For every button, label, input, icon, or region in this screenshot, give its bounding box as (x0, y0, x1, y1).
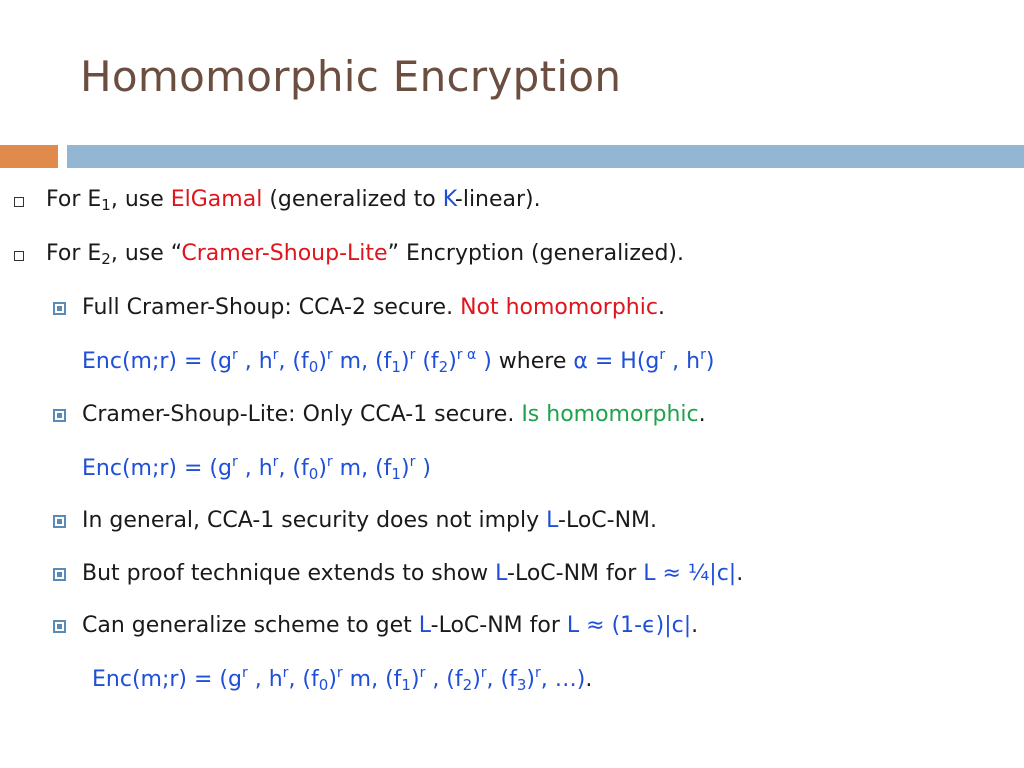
hollow-square-bullet-icon (14, 197, 24, 207)
formula-generalized-scheme: Enc(m;r) = (gr , hr, (f0)r m, (f1)r , (f… (92, 665, 593, 694)
slide-title: Homomorphic Encryption (80, 52, 622, 101)
hollow-square-bullet-icon (14, 251, 24, 261)
filled-square-bullet-icon (53, 620, 66, 633)
sub-bullet-cca1-loc-nm: In general, CCA-1 security does not impl… (82, 508, 658, 533)
formula-cramer-shoup-lite: Enc(m;r) = (gr , hr, (f0)r m, (f1)r ) (82, 454, 431, 483)
filled-square-bullet-icon (53, 515, 66, 528)
bullet-cramer-shoup-lite: For E2, use “Cramer-Shoup-Lite” Encrypti… (46, 241, 684, 268)
sub-bullet-cramer-shoup-lite: Cramer-Shoup-Lite: Only CCA-1 secure. Is… (82, 402, 706, 427)
filled-square-bullet-icon (53, 568, 66, 581)
formula-full-cramer-shoup: Enc(m;r) = (gr , hr, (f0)r m, (f1)r (f2)… (82, 347, 715, 376)
sub-bullet-generalize-scheme: Can generalize scheme to get L-LoC-NM fo… (82, 613, 699, 638)
filled-square-bullet-icon (53, 409, 66, 422)
header-band-blue (67, 145, 1024, 168)
header-band-orange (0, 145, 58, 168)
sub-bullet-proof-technique: But proof technique extends to show L-Lo… (82, 561, 744, 586)
bullet-elgamal: For E1, use ElGamal (generalized to K-li… (46, 187, 541, 214)
filled-square-bullet-icon (53, 302, 66, 315)
sub-bullet-full-cramer-shoup: Full Cramer-Shoup: CCA-2 secure. Not hom… (82, 295, 665, 320)
